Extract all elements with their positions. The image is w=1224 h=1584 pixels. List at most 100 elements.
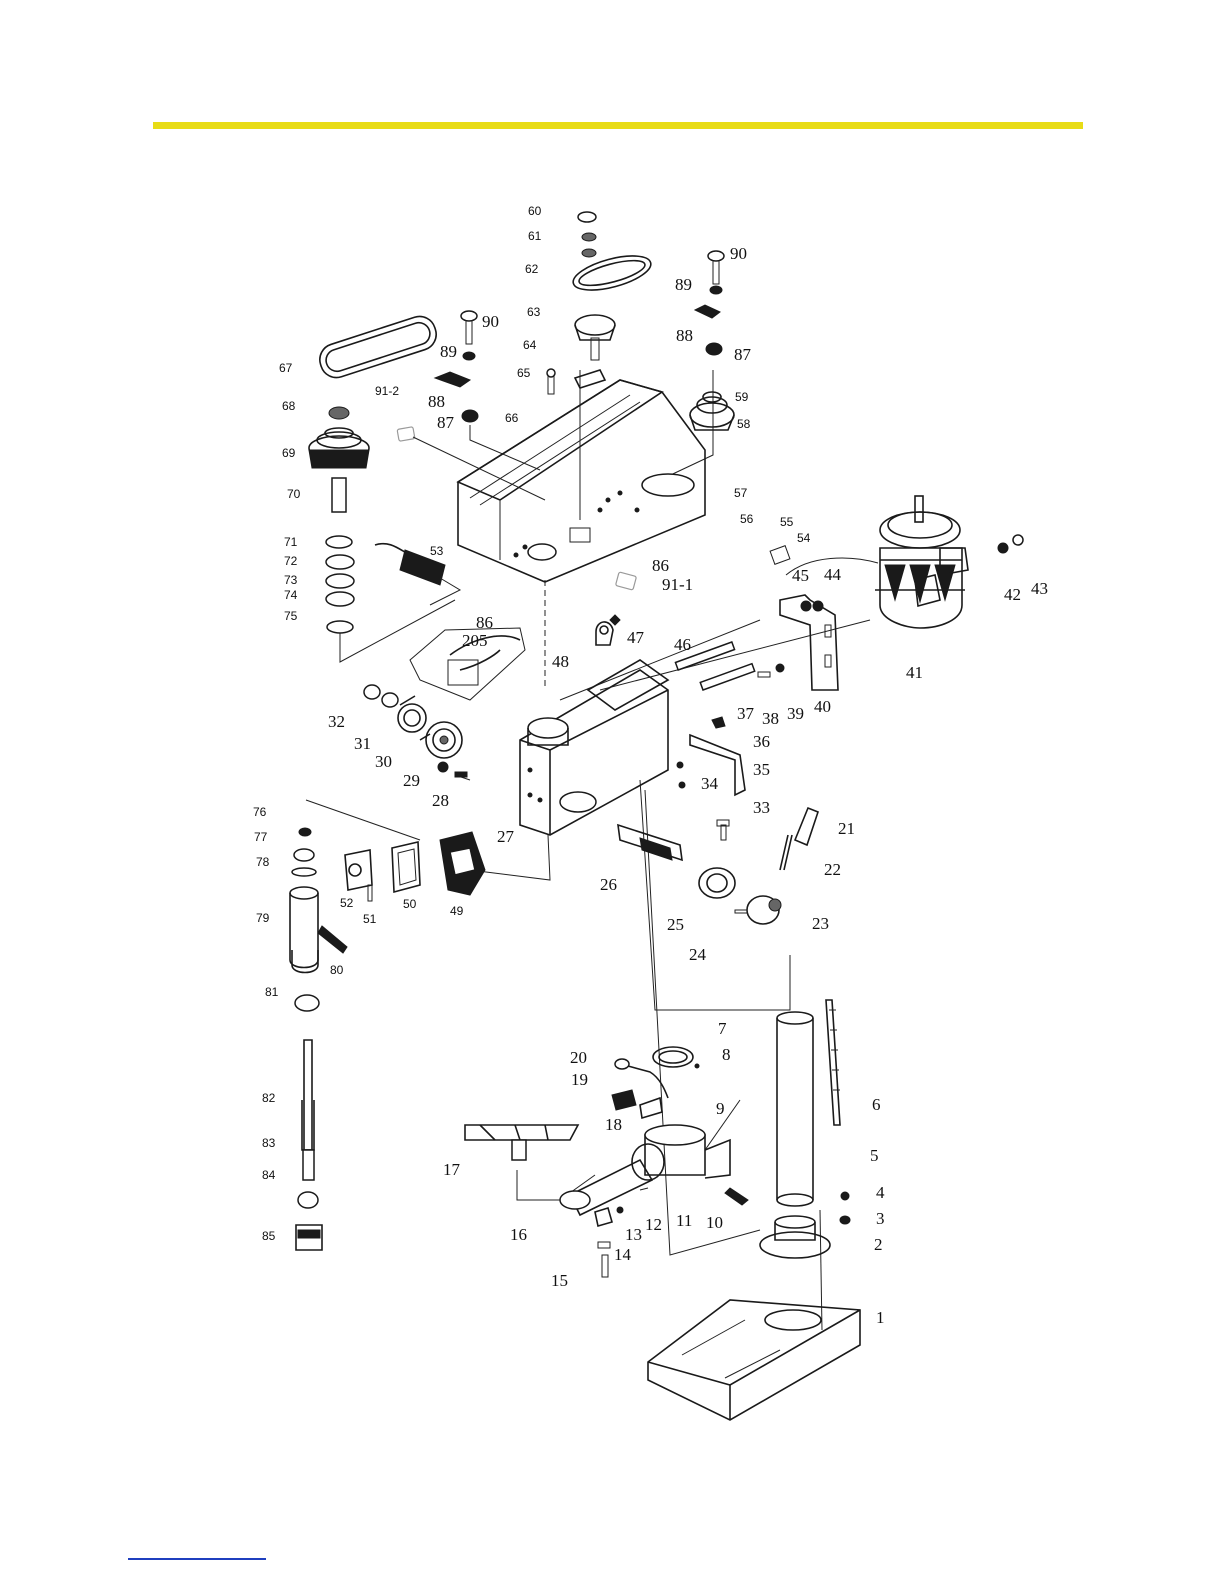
label-87-right: 87 (734, 345, 752, 364)
label-87-left: 87 (437, 413, 455, 432)
label-14: 14 (614, 1245, 632, 1264)
label-90-right: 90 (730, 244, 747, 263)
label-47: 47 (627, 628, 645, 647)
label-88-left: 88 (428, 392, 445, 411)
label-23: 23 (812, 914, 829, 933)
label-28: 28 (432, 791, 449, 810)
label-88-right: 88 (676, 326, 693, 345)
label-10: 10 (706, 1213, 723, 1232)
label-54: 54 (797, 531, 811, 545)
label-31: 31 (354, 734, 371, 753)
label-15: 15 (551, 1271, 568, 1290)
label-42: 42 (1004, 585, 1021, 604)
label-25: 25 (667, 915, 684, 934)
label-27: 27 (497, 827, 515, 846)
label-51: 51 (363, 912, 377, 926)
part-labels: 60 61 62 63 64 65 66 67 68 69 70 71 72 7… (253, 204, 1048, 1327)
label-67: 67 (279, 361, 293, 375)
label-17: 17 (443, 1160, 461, 1179)
label-29: 29 (403, 771, 420, 790)
label-74: 74 (284, 588, 298, 602)
motor-pulley (309, 312, 440, 633)
label-68: 68 (282, 399, 296, 413)
label-77: 77 (254, 830, 268, 844)
label-5: 5 (870, 1146, 879, 1165)
label-44: 44 (824, 565, 842, 584)
power-cord (375, 544, 525, 700)
label-41: 41 (906, 663, 923, 682)
label-4: 4 (876, 1183, 885, 1202)
label-70: 70 (287, 487, 301, 501)
label-32: 32 (328, 712, 345, 731)
label-64: 64 (523, 338, 537, 352)
label-46: 46 (674, 635, 691, 654)
quill-spindle (290, 828, 347, 1250)
label-30: 30 (375, 752, 392, 771)
table-bracket (465, 1047, 748, 1277)
label-26: 26 (600, 875, 617, 894)
label-40: 40 (814, 697, 831, 716)
label-61: 61 (528, 229, 542, 243)
label-49: 49 (450, 904, 464, 918)
label-63: 63 (527, 305, 541, 319)
label-59: 59 (735, 390, 749, 404)
label-1: 1 (876, 1308, 885, 1327)
label-33: 33 (753, 798, 770, 817)
label-11: 11 (676, 1211, 692, 1230)
label-20: 20 (570, 1048, 587, 1067)
label-90-left: 90 (482, 312, 499, 331)
label-16: 16 (510, 1225, 527, 1244)
label-3: 3 (876, 1209, 885, 1228)
label-91-2: 91-2 (375, 384, 399, 398)
label-50: 50 (403, 897, 417, 911)
label-79: 79 (256, 911, 270, 925)
label-69: 69 (282, 446, 296, 460)
label-73: 73 (284, 573, 298, 587)
label-34: 34 (701, 774, 719, 793)
label-53: 53 (430, 544, 444, 558)
label-13: 13 (625, 1225, 642, 1244)
label-57: 57 (734, 486, 748, 500)
label-48: 48 (552, 652, 569, 671)
label-71: 71 (284, 535, 298, 549)
belt-cover (458, 380, 705, 582)
label-65: 65 (517, 366, 531, 380)
label-35: 35 (753, 760, 770, 779)
label-86-right: 86 (652, 556, 669, 575)
label-82: 82 (262, 1091, 276, 1105)
label-58: 58 (737, 417, 751, 431)
label-38: 38 (762, 709, 779, 728)
label-89-right: 89 (675, 275, 692, 294)
label-55: 55 (780, 515, 794, 529)
label-52: 52 (340, 896, 354, 910)
spindle-pulley (690, 392, 734, 430)
label-89-left: 89 (440, 342, 457, 361)
label-36: 36 (753, 732, 770, 751)
label-39: 39 (787, 704, 804, 723)
label-78: 78 (256, 855, 270, 869)
label-83: 83 (262, 1136, 276, 1150)
label-21: 21 (838, 819, 855, 838)
label-12: 12 (645, 1215, 662, 1234)
label-80: 80 (330, 963, 344, 977)
label-85: 85 (262, 1229, 276, 1243)
label-75: 75 (284, 609, 298, 623)
label-22: 22 (824, 860, 841, 879)
label-9: 9 (716, 1099, 725, 1118)
label-72: 72 (284, 554, 298, 568)
label-62: 62 (525, 262, 539, 276)
label-84: 84 (262, 1168, 276, 1182)
label-60: 60 (528, 204, 542, 218)
label-6: 6 (872, 1095, 881, 1114)
label-205: 205 (462, 631, 488, 650)
label-91-1: 91-1 (662, 575, 693, 594)
top-pulley-parts (397, 212, 724, 590)
label-18: 18 (605, 1115, 622, 1134)
label-19: 19 (571, 1070, 588, 1089)
label-24: 24 (689, 945, 707, 964)
label-2: 2 (874, 1235, 883, 1254)
label-76: 76 (253, 805, 267, 819)
label-81: 81 (265, 985, 279, 999)
label-56: 56 (740, 512, 754, 526)
